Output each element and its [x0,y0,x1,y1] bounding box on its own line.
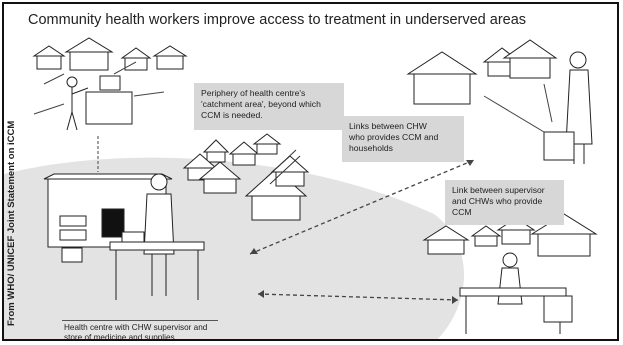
callout-health-centre: Health centre with CHW supervisor and st… [62,320,218,341]
chw-figure-bottom-right [459,252,573,334]
callout-line: CCM [452,207,472,217]
callout-line: Link between supervisor [452,185,545,195]
chw-figure-top-right [543,51,593,164]
callout-line: and CHWs who provide [452,196,543,206]
village-houses-bottom-right [422,213,598,257]
callout-line: Health centre with CHW supervisor and [64,323,208,332]
arrows-top-left [33,61,165,115]
connector-arrows [249,159,475,301]
callout-line: who provides CCM and [349,132,439,142]
chw-figure-top-left [66,75,133,131]
callout-line: households [349,143,393,153]
callout-line: Links between CHW [349,121,427,131]
callout-line: CCM is needed. [201,110,263,120]
village-houses-top-right [406,39,558,105]
source-credit: From WHO/ UNICEF Joint Statement on iCCM [6,120,17,326]
callout-line: 'catchment area', beyond which [201,99,321,109]
callout-supervisor-chw: Link between supervisor and CHWs who pro… [445,180,564,225]
arrows-top-right [483,83,553,133]
callout-line: Periphery of health centre's [201,88,306,98]
illustration [4,37,598,339]
callout-periphery: Periphery of health centre's 'catchment … [194,83,344,130]
arrowheads [250,160,474,304]
catchment-boundary [265,149,301,185]
supervisor-figure [109,173,205,300]
diagram-title: Community health workers improve access … [28,12,527,28]
diagram-frame: Community health workers improve access … [2,2,619,341]
village-houses-top-left [32,37,188,71]
callout-line: store of medicine and supplies [64,333,175,341]
callout-chw-households: Links between CHW who provides CCM and h… [342,116,464,162]
